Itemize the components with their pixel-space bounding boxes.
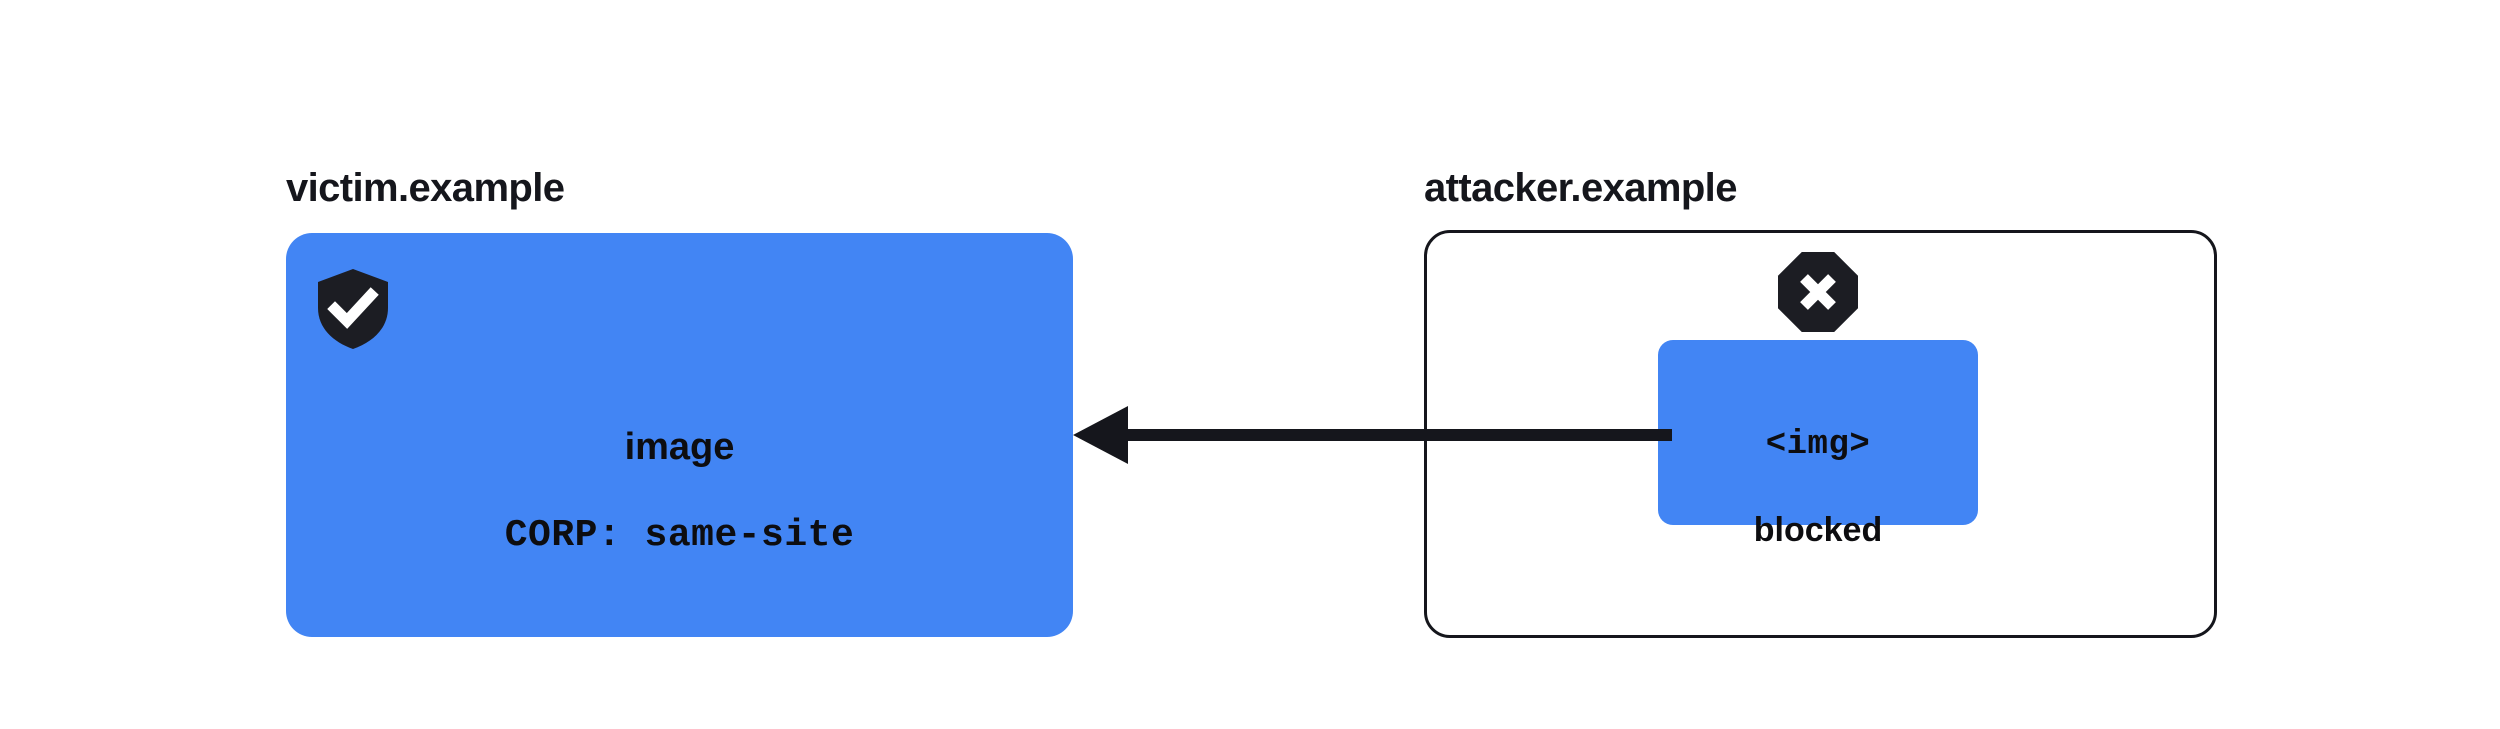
attacker-origin-label: attacker.example	[1424, 166, 1737, 210]
victim-resource-text: image CORP: same-site	[286, 385, 1073, 599]
victim-resource-header: CORP: same-site	[504, 514, 855, 558]
block-octagon-x-icon	[1777, 251, 1859, 333]
cross-origin-request-arrow	[1060, 404, 1672, 466]
victim-origin-box	[286, 233, 1073, 637]
victim-origin-label: victim.example	[286, 166, 565, 210]
attacker-embed-status: blocked	[1753, 510, 1883, 549]
victim-resource-name: image	[624, 426, 735, 469]
shield-check-icon	[316, 268, 390, 350]
attacker-embed-tag: <img>	[1765, 426, 1871, 465]
attacker-embed-box	[1658, 340, 1978, 525]
attacker-embed-text: <img> blocked	[1658, 386, 1978, 590]
